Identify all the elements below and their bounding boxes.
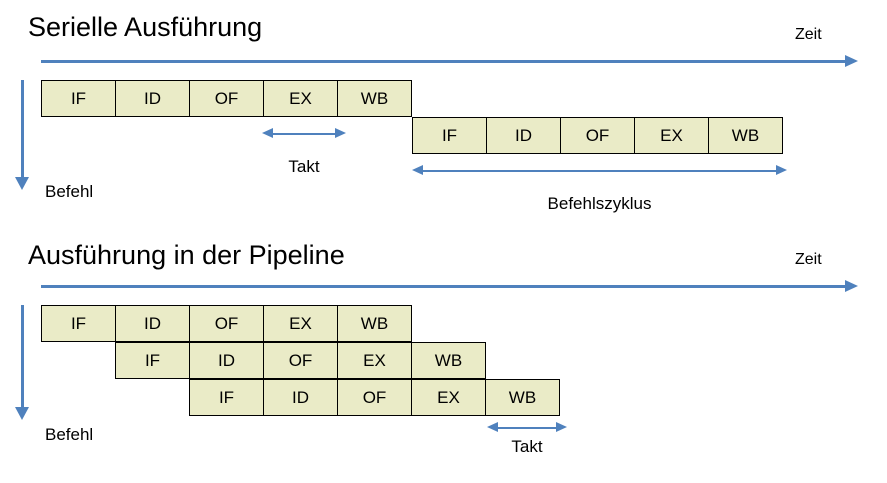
instruction-axis-arrowhead-icon (15, 407, 29, 420)
stage-cell-id[interactable]: ID (115, 305, 190, 342)
time-axis-arrowhead-icon (845, 280, 858, 292)
instruction-axis-label-pipeline: Befehl (45, 425, 94, 444)
stage-cell-of[interactable]: OF (337, 379, 412, 416)
measure-label-takt-pipeline: Takt (511, 437, 543, 456)
stage-cell-if[interactable]: IF (115, 342, 190, 379)
instruction-axis-serial (15, 80, 30, 190)
stage-cell-id[interactable]: ID (115, 80, 190, 117)
measure-bar (421, 170, 778, 172)
arrowhead-left-icon (262, 128, 273, 138)
section-title-serial: Serielle Ausführung (28, 12, 263, 42)
arrowhead-left-icon (412, 165, 423, 175)
stage-cell-wb[interactable]: WB (485, 379, 560, 416)
stage-cell-ex[interactable]: EX (263, 305, 338, 342)
instruction-row: IF ID OF EX WB (189, 379, 560, 416)
arrowhead-left-icon (487, 422, 498, 432)
time-axis-arrowhead-icon (845, 55, 858, 67)
stage-cell-id[interactable]: ID (263, 379, 338, 416)
instruction-axis-pipeline (15, 305, 30, 420)
arrowhead-right-icon (335, 128, 346, 138)
instruction-row: IF ID OF EX WB (412, 117, 783, 154)
arrowhead-right-icon (776, 165, 787, 175)
time-axis-line (41, 285, 845, 288)
stage-cell-id[interactable]: ID (486, 117, 561, 154)
instruction-row: IF ID OF EX WB (41, 305, 412, 342)
measure-bar (271, 133, 337, 135)
instruction-row: IF ID OF EX WB (41, 80, 412, 117)
arrowhead-right-icon (556, 422, 567, 432)
stage-cell-wb[interactable]: WB (708, 117, 783, 154)
measure-arrow-takt-pipeline (487, 422, 567, 434)
time-axis-label-serial: Zeit (795, 26, 822, 43)
time-axis-pipeline (41, 280, 858, 293)
measure-label-takt-serial: Takt (288, 157, 320, 176)
measure-bar (496, 427, 558, 429)
instruction-axis-label-serial: Befehl (45, 182, 94, 201)
instruction-axis-arrowhead-icon (15, 177, 29, 190)
time-axis-label-pipeline: Zeit (795, 251, 822, 268)
stage-cell-if[interactable]: IF (41, 80, 116, 117)
instruction-row: IF ID OF EX WB (115, 342, 486, 379)
instruction-axis-line (21, 305, 24, 408)
stage-cell-if[interactable]: IF (189, 379, 264, 416)
time-axis-line (41, 60, 845, 63)
instruction-axis-line (21, 80, 24, 178)
time-axis-serial (41, 55, 858, 68)
stage-cell-if[interactable]: IF (41, 305, 116, 342)
stage-cell-wb[interactable]: WB (337, 80, 412, 117)
measure-label-befehlszyklus: Befehlszyklus (547, 194, 652, 213)
measure-arrow-takt-serial (262, 128, 346, 140)
stage-cell-ex[interactable]: EX (411, 379, 486, 416)
section-title-pipeline: Ausführung in der Pipeline (28, 240, 345, 270)
stage-cell-if[interactable]: IF (412, 117, 487, 154)
stage-cell-of[interactable]: OF (560, 117, 635, 154)
stage-cell-of[interactable]: OF (189, 80, 264, 117)
stage-cell-of[interactable]: OF (189, 305, 264, 342)
stage-cell-of[interactable]: OF (263, 342, 338, 379)
stage-cell-ex[interactable]: EX (634, 117, 709, 154)
stage-cell-ex[interactable]: EX (263, 80, 338, 117)
stage-cell-id[interactable]: ID (189, 342, 264, 379)
stage-cell-ex[interactable]: EX (337, 342, 412, 379)
measure-arrow-befehlszyklus (412, 165, 787, 177)
stage-cell-wb[interactable]: WB (411, 342, 486, 379)
stage-cell-wb[interactable]: WB (337, 305, 412, 342)
